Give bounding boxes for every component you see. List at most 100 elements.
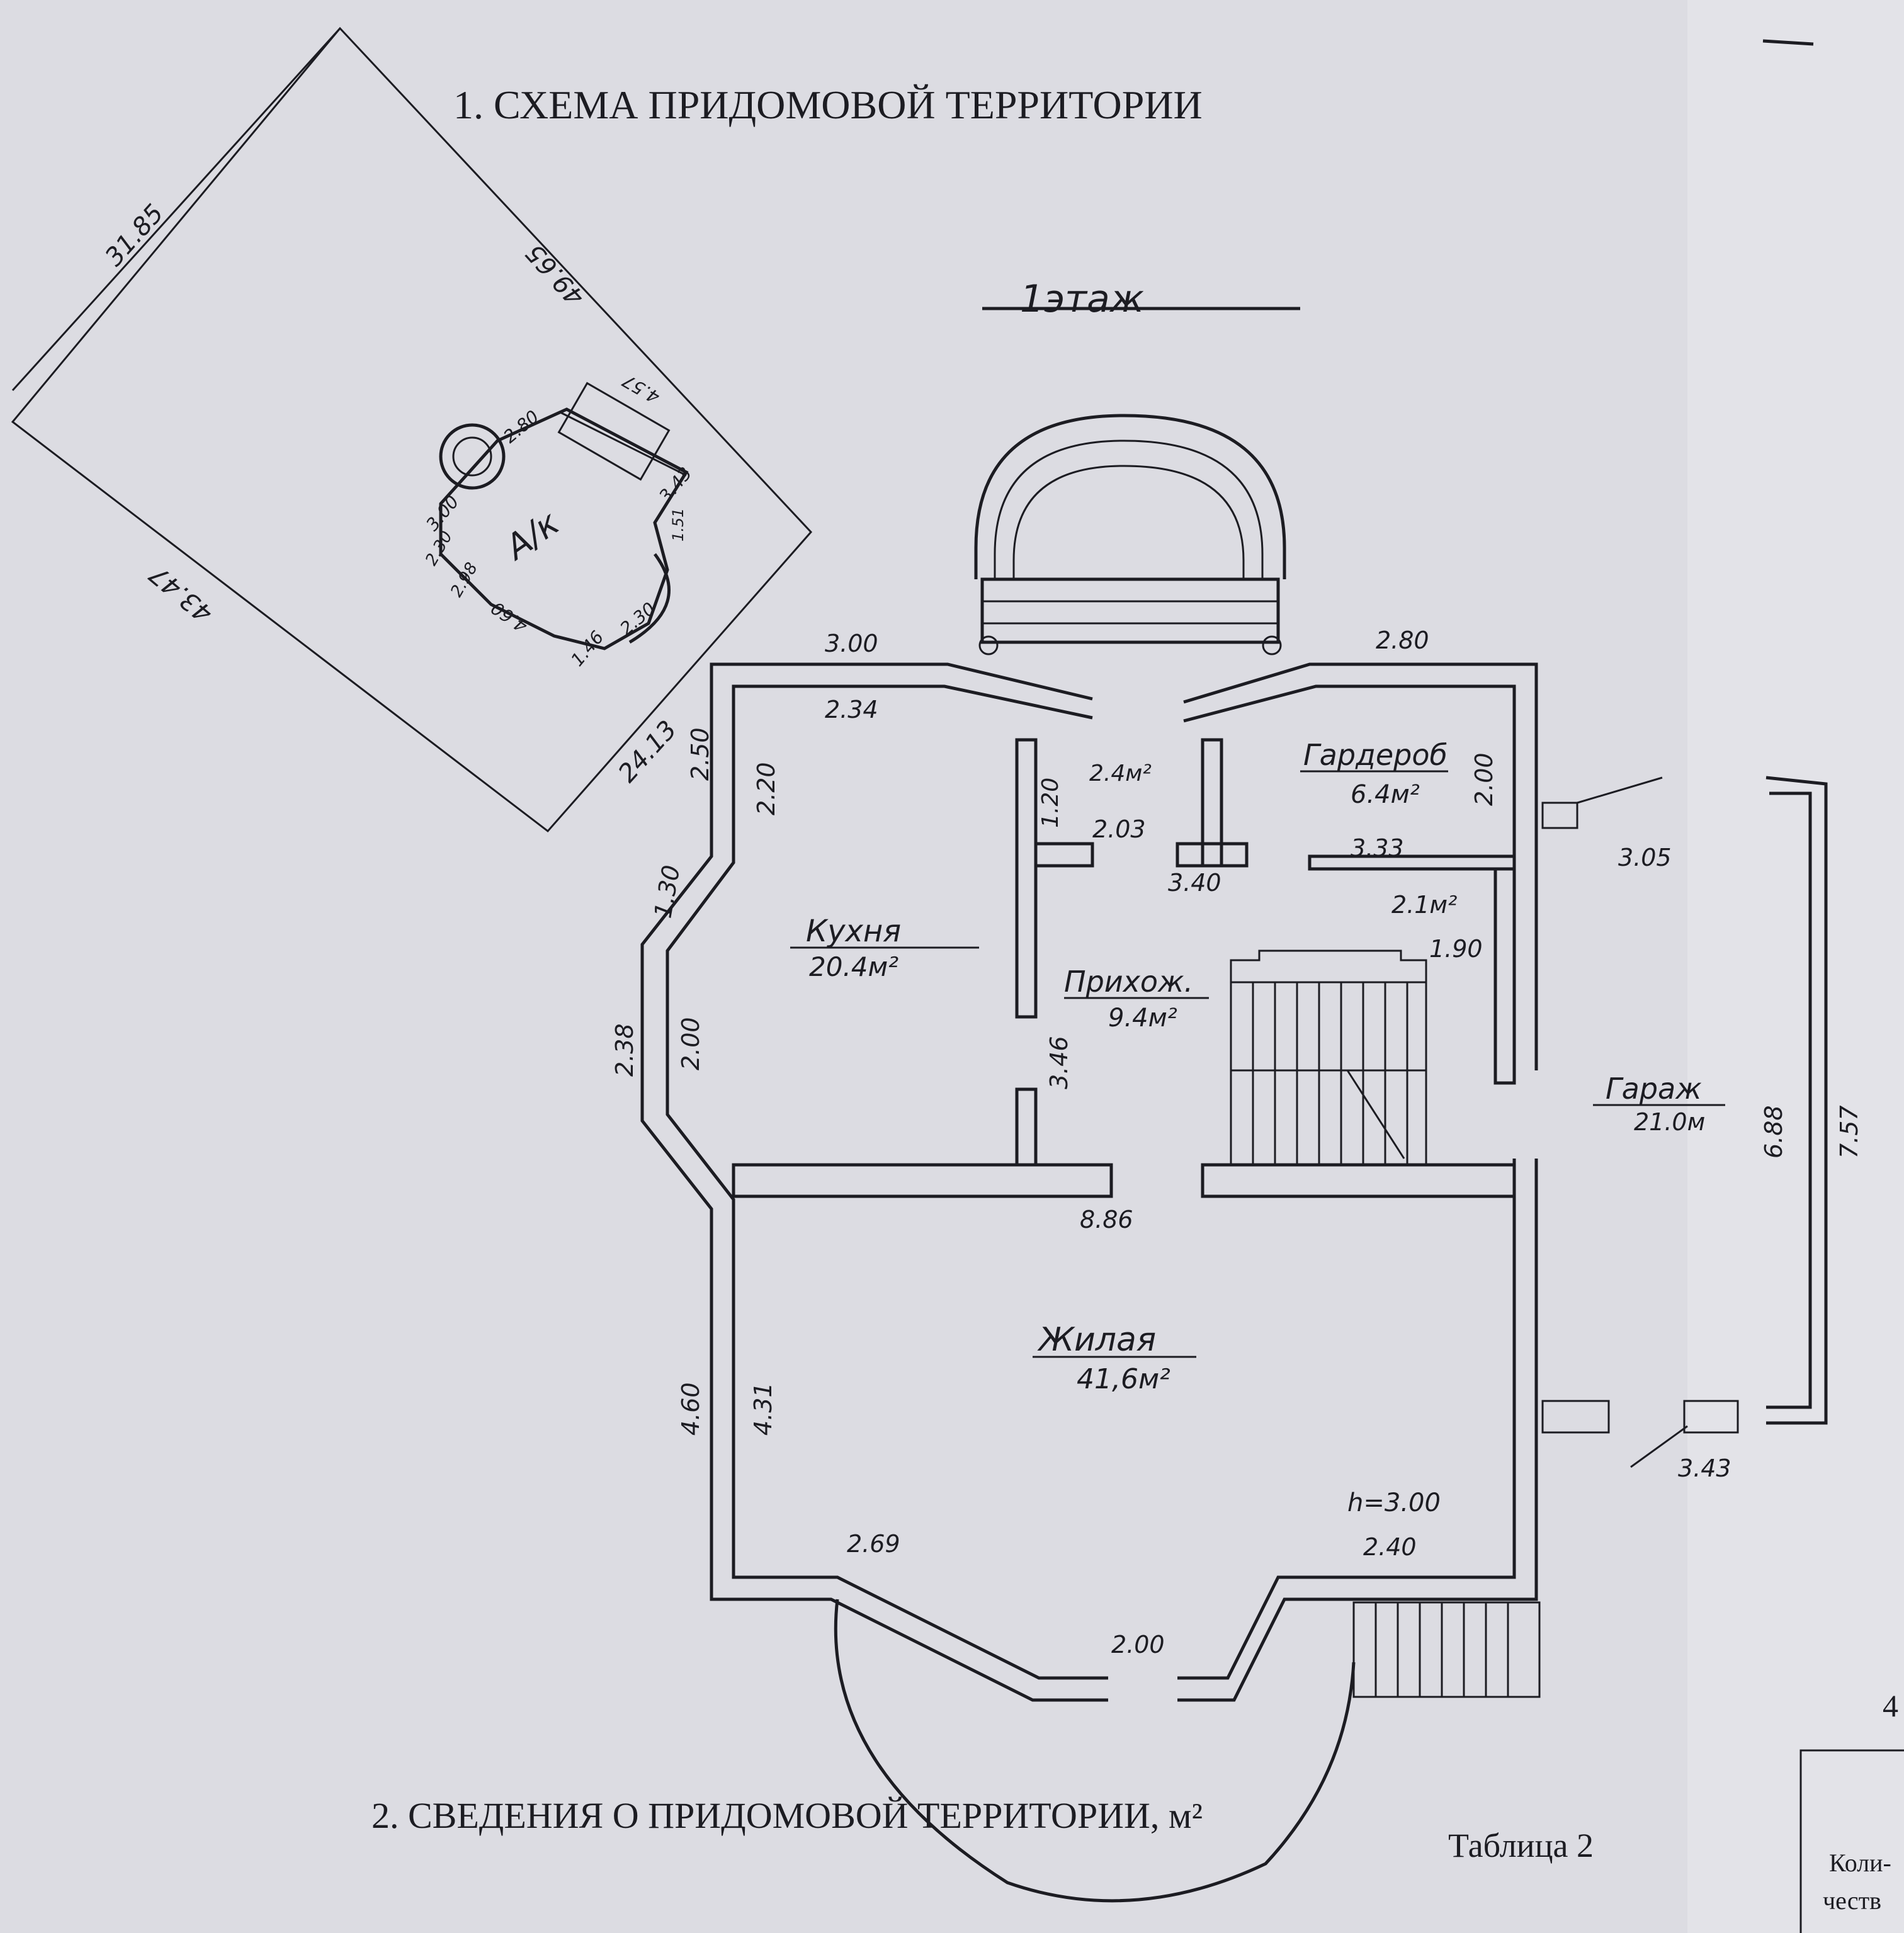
dim-bay-left: 2.69 bbox=[847, 1530, 900, 1558]
dim-top-left: 3.00 bbox=[825, 630, 878, 657]
dim-bay-right: 2.40 bbox=[1363, 1533, 1417, 1561]
site-dim-24-13: 24.13 bbox=[613, 715, 683, 788]
entrance-steps bbox=[980, 577, 1280, 644]
staircase bbox=[1230, 981, 1427, 1166]
kitchen-partition-lower bbox=[1015, 1087, 1038, 1167]
section-2-title: 2. СВЕДЕНИЯ О ПРИДОМОВОЙ ТЕРРИТОРИИ, м² bbox=[371, 1795, 1203, 1836]
canopy-arch-inner bbox=[1012, 465, 1245, 579]
dim-garage-inner: 6.88 bbox=[1760, 1105, 1788, 1159]
dim-hall-depth: 3.46 bbox=[1045, 1036, 1073, 1089]
dim-top-right: 2.80 bbox=[1376, 626, 1429, 654]
section-1-title: 1. СХЕМА ПРИДОМОВОЙ ТЕРРИТОРИИ bbox=[453, 82, 1203, 127]
room-hall-area: 9.4м² bbox=[1108, 1004, 1177, 1033]
right-page-text-2: честв bbox=[1823, 1886, 1881, 1915]
plot-edge-nw bbox=[11, 27, 341, 392]
dim-garage-bottom: 3.43 bbox=[1678, 1454, 1731, 1482]
vestibule-partition bbox=[1201, 738, 1223, 868]
stair-landing bbox=[1230, 949, 1427, 982]
adjacent-page bbox=[1687, 0, 1904, 1933]
right-page-text-1: Коли- bbox=[1829, 1849, 1891, 1877]
dim-vestibule-w: 2.03 bbox=[1092, 815, 1146, 843]
canopy-arch-outer bbox=[974, 414, 1286, 579]
table-label: Таблица 2 bbox=[1448, 1827, 1594, 1864]
post bbox=[1262, 635, 1282, 655]
living-top-wall-right bbox=[1201, 1163, 1516, 1198]
dim-wardrobe-h: 2.00 bbox=[1470, 752, 1498, 806]
site-dim-31-85: 31.85 bbox=[99, 199, 169, 272]
garage-stub-bottom bbox=[1541, 1400, 1610, 1434]
room-kitchen-area: 20.4м² bbox=[809, 951, 898, 982]
room-hall-name: Прихож. bbox=[1064, 965, 1193, 999]
garage-outer-wall bbox=[1765, 776, 1828, 1425]
room-living-name: Жилая bbox=[1037, 1321, 1156, 1359]
bdim-2: 4.57 bbox=[619, 370, 664, 408]
room-wardrobe-area: 6.4м² bbox=[1351, 780, 1420, 809]
kitchen-stub bbox=[1034, 842, 1094, 868]
terrace-arc bbox=[628, 553, 671, 644]
plot-boundary bbox=[11, 26, 813, 833]
bdim-5: 3.00 bbox=[422, 492, 463, 535]
dim-hall-wall: 8.86 bbox=[1080, 1206, 1133, 1233]
closet-wall bbox=[1493, 867, 1516, 1085]
inner-wall-right-bottom bbox=[1177, 1159, 1516, 1680]
room-wardrobe-name: Гардероб bbox=[1303, 738, 1448, 772]
dim-mid-h: 3.40 bbox=[1168, 869, 1221, 897]
bdim-1: 2.80 bbox=[499, 406, 543, 447]
bdim-6: 2.30 bbox=[616, 598, 659, 639]
dim-closet-w: 3.33 bbox=[1351, 834, 1404, 862]
inner-wall-left bbox=[666, 684, 1108, 1680]
rear-steps bbox=[1352, 1601, 1541, 1698]
garage-door-line bbox=[1630, 1425, 1688, 1468]
stair-treads bbox=[1231, 982, 1426, 1165]
garage-door-line bbox=[1577, 776, 1663, 804]
dim-left-upper: 2.50 bbox=[686, 727, 714, 781]
bdim-4: 1.51 bbox=[669, 508, 687, 541]
post bbox=[978, 635, 999, 655]
dim-left-mid: 2.38 bbox=[611, 1023, 638, 1077]
garage-block bbox=[557, 382, 671, 481]
ceiling-height: h=3.00 bbox=[1347, 1488, 1441, 1517]
building-footprint bbox=[439, 407, 689, 650]
garage-stub-bottom-right bbox=[1683, 1400, 1739, 1434]
pen-mark bbox=[1762, 39, 1814, 46]
outer-wall-left bbox=[640, 662, 1108, 1702]
dim-partition-v: 1.20 bbox=[1038, 778, 1063, 828]
room-garage-name: Гараж bbox=[1606, 1072, 1702, 1106]
bdim-7: 4.60 bbox=[487, 598, 531, 637]
site-plan: 31.85 49.65 43.47 24.13 А/к 2.80 4.57 3.… bbox=[11, 26, 813, 833]
vestibule-stub bbox=[1176, 842, 1249, 868]
dim-diag-left: 1.30 bbox=[649, 863, 686, 921]
dim-kitchen-left-mid: 2.00 bbox=[677, 1017, 705, 1070]
outer-wall-right-bottom bbox=[1177, 1159, 1538, 1702]
room-vestibule-area: 2.4м² bbox=[1089, 761, 1152, 786]
garage-inner-wall bbox=[1766, 791, 1812, 1409]
living-top-wall-left bbox=[732, 1163, 1113, 1198]
rear-porch-arc bbox=[834, 1599, 1356, 1903]
site-dim-49-65: 49.65 bbox=[521, 238, 591, 311]
building-label: А/к bbox=[497, 502, 567, 568]
room-living-area: 41,6м² bbox=[1077, 1363, 1170, 1395]
dim-living-left-inner: 4.31 bbox=[749, 1382, 777, 1436]
dim-garage-outer: 7.57 bbox=[1835, 1105, 1863, 1159]
canopy-arch-mid bbox=[994, 439, 1264, 579]
dim-garage-door: 3.05 bbox=[1618, 844, 1672, 871]
floor-plan: 1этаж bbox=[611, 277, 1863, 1903]
porch-arc bbox=[439, 423, 506, 490]
wardrobe-wall bbox=[1308, 854, 1516, 871]
rear-step-lines bbox=[1374, 1602, 1509, 1697]
bdim-3: 3.43 bbox=[655, 463, 696, 507]
room-closet-area: 2.1м² bbox=[1391, 891, 1457, 919]
kitchen-partition bbox=[1015, 738, 1038, 1019]
outer-wall-right-top bbox=[1183, 662, 1538, 1070]
dim-living-left-outer: 4.60 bbox=[677, 1382, 705, 1436]
garage-stub-top bbox=[1541, 802, 1578, 829]
dim-stair-w: 1.90 bbox=[1429, 935, 1483, 963]
dim-kitchen-top: 2.34 bbox=[825, 696, 878, 723]
page-number: 4 bbox=[1883, 1688, 1898, 1723]
dim-bay-center: 2.00 bbox=[1111, 1631, 1165, 1658]
right-page-table bbox=[1799, 1749, 1904, 1933]
porch-arc-inner bbox=[452, 436, 492, 477]
floor-label: 1этаж bbox=[1020, 277, 1144, 321]
dim-kitchen-left: 2.20 bbox=[752, 762, 780, 815]
